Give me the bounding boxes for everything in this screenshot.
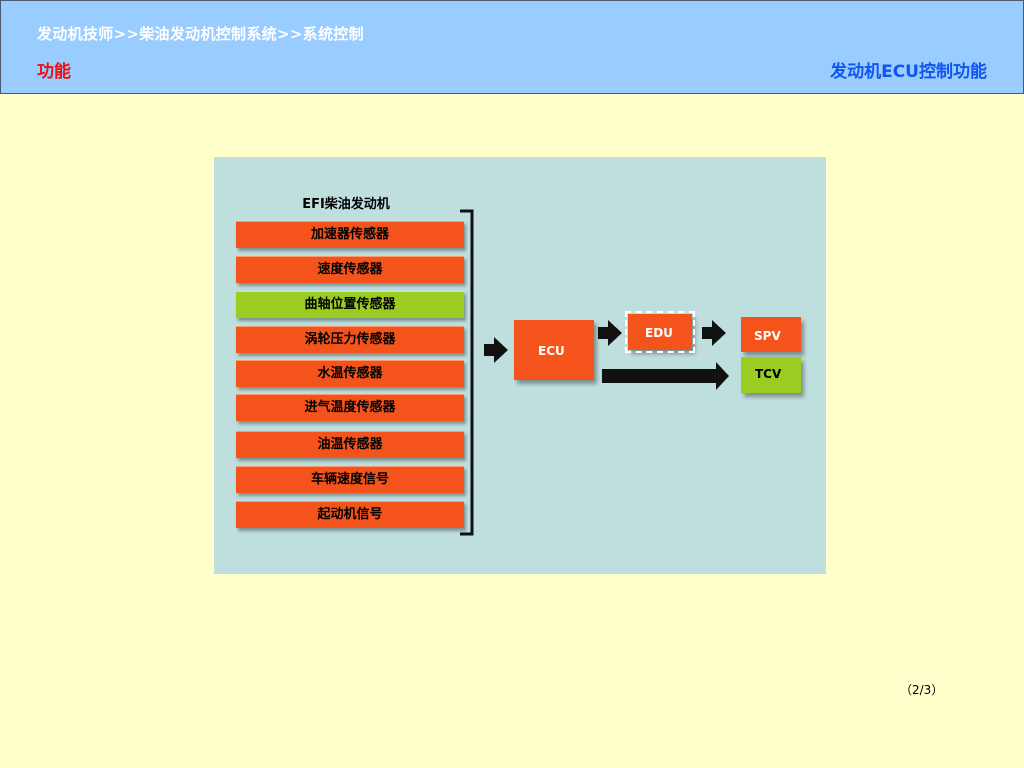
sensor-oil-temp: 油温传感器	[236, 431, 464, 458]
sensor-turbo-pressure: 涡轮压力传感器	[236, 326, 464, 353]
topic-title: 发动机ECU控制功能	[830, 62, 987, 82]
arrow-to-ecu-icon	[484, 337, 508, 363]
diagram-connectors	[460, 209, 729, 536]
edu-label: EDU	[645, 326, 673, 340]
breadcrumb: 发动机技师>>柴油发动机控制系统>>系统控制	[37, 25, 364, 43]
sensor-accelerator: 加速器传感器	[236, 221, 464, 248]
sensor-crankshaft-position: 曲轴位置传感器	[236, 291, 464, 318]
spv-box: SPV	[741, 317, 801, 352]
arrow-to-spv-icon	[702, 320, 726, 346]
arrow-to-tcv-icon	[602, 362, 729, 390]
sensor-water-temp: 水温传感器	[236, 360, 464, 387]
diagram-title: EFI柴油发动机	[302, 197, 390, 212]
tcv-label: TCV	[755, 367, 782, 381]
page-number: （2/3）	[900, 683, 944, 697]
sensor-speed: 速度传感器	[236, 256, 464, 283]
sensor-vehicle-speed: 车辆速度信号	[236, 466, 464, 493]
arrow-to-edu-icon	[598, 320, 622, 346]
ecu-control-diagram: EFI柴油发动机 加速器传感器 速度传感器 曲轴位置传感器 涡轮压力传感器 水温…	[214, 157, 826, 574]
ecu-label: ECU	[538, 344, 565, 358]
sensor-starter-signal: 起动机信号	[236, 501, 464, 528]
spv-label: SPV	[754, 329, 781, 343]
sensor-bracket	[460, 209, 474, 536]
edu-box: EDU	[625, 311, 695, 353]
ecu-box: ECU	[514, 320, 594, 380]
header-bar: 发动机技师>>柴油发动机控制系统>>系统控制 功能 发动机ECU控制功能	[0, 0, 1024, 94]
sensor-intake-temp: 进气温度传感器	[236, 394, 464, 421]
tcv-box: TCV	[741, 357, 801, 393]
section-title: 功能	[37, 62, 71, 82]
